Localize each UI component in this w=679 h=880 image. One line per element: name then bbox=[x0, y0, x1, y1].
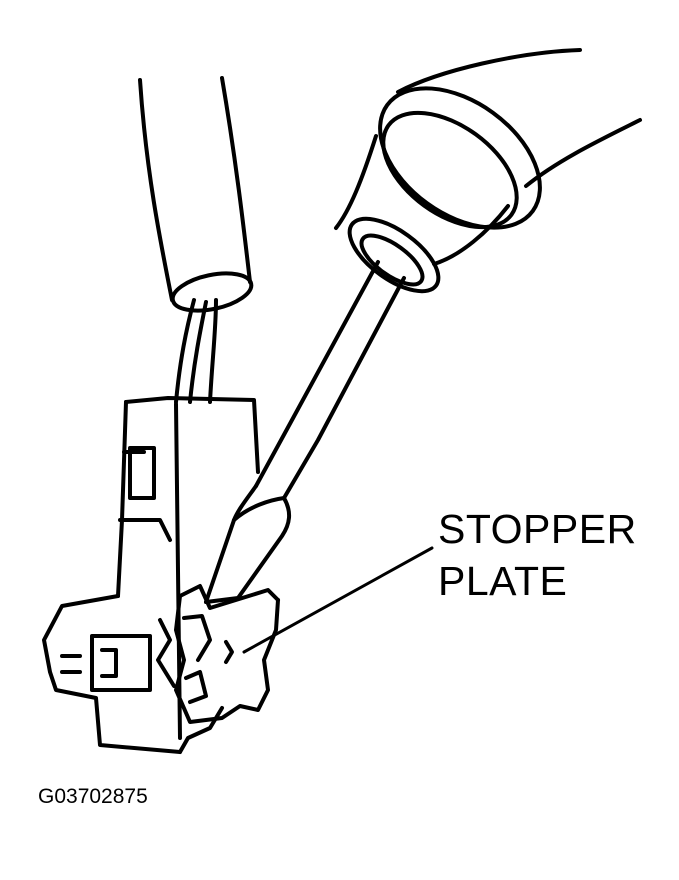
connector-body bbox=[42, 396, 260, 754]
callout-line-1: STOPPER bbox=[438, 506, 637, 552]
callout-line-2: PLATE bbox=[438, 558, 568, 604]
callout-leader-line bbox=[242, 546, 434, 654]
cable-sleeve bbox=[138, 76, 254, 313]
screwdriver-handle bbox=[334, 48, 642, 294]
figure-id: G03702875 bbox=[38, 785, 148, 808]
wires bbox=[174, 298, 218, 404]
stopper-plate-label: STOPPER PLATE bbox=[438, 503, 637, 607]
stopper-plate bbox=[174, 584, 280, 724]
screwdriver-shaft bbox=[204, 260, 406, 604]
